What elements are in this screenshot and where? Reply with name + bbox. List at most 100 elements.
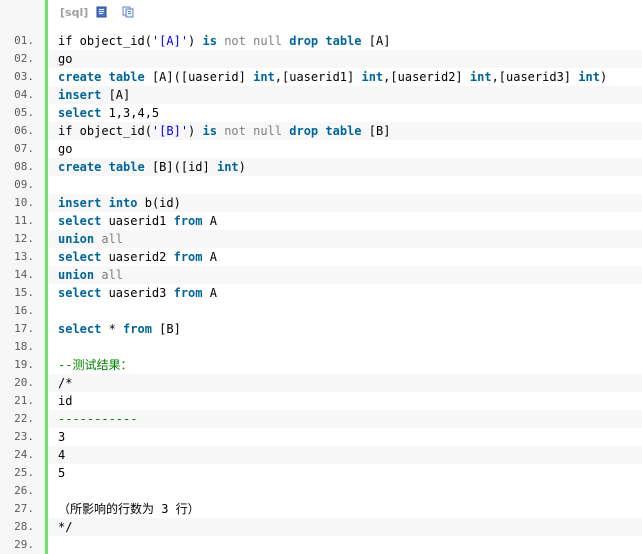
line-code: select 1,3,4,5 (48, 104, 642, 122)
line-number: 20. (14, 376, 34, 389)
code-token: table (108, 70, 145, 84)
code-line: 21. id (0, 392, 642, 410)
language-label: [sql] (60, 6, 89, 19)
code-token: int (578, 70, 600, 84)
gutter-accent-bar (45, 0, 48, 554)
code-token: ,[uaserid1] (274, 70, 362, 84)
line-code: select uaserid2 from A (48, 248, 642, 266)
line-number: 24. (14, 448, 34, 461)
code-line: 08.create table [B]([id] int) (0, 158, 642, 176)
code-line: 06.if object_id('[B]') is not null drop … (0, 122, 642, 140)
code-token: ) (238, 160, 246, 174)
code-token: [A] (101, 88, 131, 102)
line-number: 19. (14, 358, 34, 371)
code-token: union (58, 232, 95, 246)
code-token: /* (58, 376, 73, 390)
code-token: --测试结果： (58, 358, 133, 372)
code-token: from (123, 322, 152, 336)
code-token: select (58, 322, 102, 336)
line-number: 08. (14, 160, 34, 173)
code-token: insert (58, 196, 102, 210)
code-token: '[B]' (151, 124, 189, 138)
code-line: 24.4 (0, 446, 642, 464)
code-token: select (58, 250, 102, 264)
code-line: 05.select 1,3,4,5 (0, 104, 642, 122)
code-line: 03. create table [A]([uaserid] int,[uaser… (0, 68, 642, 86)
line-number: 11. (14, 214, 34, 227)
code-token: create (58, 160, 102, 174)
line-number: 27. (14, 502, 34, 515)
code-token: * (101, 322, 124, 336)
code-token (101, 70, 108, 84)
code-line: 18. (0, 338, 642, 356)
line-number: 29. (14, 538, 34, 551)
code-token: drop (289, 124, 319, 138)
line-code: union all (48, 266, 642, 284)
code-token (101, 196, 108, 210)
code-token: drop (289, 34, 319, 48)
line-number: 13. (14, 250, 34, 263)
line-number: 04. (14, 88, 34, 101)
code-token: id (58, 394, 73, 408)
line-number: 17. (14, 322, 34, 335)
line-number: 12. (14, 232, 34, 245)
code-token: select (58, 214, 102, 228)
line-code: if object_id('[B]') is not null drop tab… (48, 122, 642, 140)
line-code: 4 (48, 446, 642, 464)
line-number: 22. (14, 412, 34, 425)
line-code: 5 (48, 464, 642, 482)
line-code: /* (48, 374, 642, 392)
code-token: union (58, 268, 95, 282)
code-token: go (58, 142, 73, 156)
code-token: if object_id( (58, 34, 152, 48)
line-code: insert into b(id) (48, 194, 642, 212)
code-line: 04. insert [A] (0, 86, 642, 104)
line-code: union all (48, 230, 642, 248)
code-token: all (101, 232, 124, 246)
code-token: ,[uaserid2] (383, 70, 470, 84)
code-token: is (202, 124, 217, 138)
line-code: create table [A]([uaserid] int,[uaserid1… (48, 68, 642, 86)
code-token: not (224, 34, 246, 48)
line-code: --测试结果： (48, 356, 642, 374)
line-number: 28. (14, 520, 34, 533)
code-line: 19. --测试结果： (0, 356, 642, 374)
line-code: 3 (48, 428, 642, 446)
line-code: ----------- (48, 410, 642, 428)
code-token: 4 (58, 448, 66, 462)
code-token: insert (58, 88, 102, 102)
code-token: is (202, 34, 217, 48)
code-token: ----------- (58, 412, 138, 426)
copy-icon[interactable] (122, 6, 134, 18)
code-token: [A]([uaserid] (144, 70, 254, 84)
code-token: uaserid3 (101, 286, 174, 300)
code-token: not (224, 124, 246, 138)
line-number: 02. (14, 52, 34, 65)
line-number: 10. (14, 196, 34, 209)
code-token: [B] (361, 124, 391, 138)
line-number: 03. (14, 70, 34, 83)
code-line: 27.（所影响的行数为 3 行） (0, 500, 642, 518)
line-number: 21. (14, 394, 34, 407)
code-line: 12. union all (0, 230, 642, 248)
view-source-icon[interactable] (96, 6, 108, 18)
code-line: 22. ----------- (0, 410, 642, 428)
line-code: select uaserid1 from A (48, 212, 642, 230)
line-number: 26. (14, 484, 34, 497)
code-token: ) (188, 124, 203, 138)
line-number: 25. (14, 466, 34, 479)
code-line: 13. select uaserid2 from A (0, 248, 642, 266)
code-token: from (173, 250, 203, 264)
code-token: [B]([id] (144, 160, 217, 174)
code-token: select (58, 286, 102, 300)
code-token: ) (599, 70, 608, 84)
code-line: 25.5 (0, 464, 642, 482)
code-token: 1,3,4,5 (101, 106, 160, 120)
code-line: 11. select uaserid1 from A (0, 212, 642, 230)
code-lines: 01.if object_id('[A]') is not null drop … (0, 32, 642, 554)
line-code: */ (48, 518, 642, 536)
line-code: if object_id('[A]') is not null drop tab… (48, 32, 642, 50)
code-line: 26. (0, 482, 642, 500)
code-line: 14.union all (0, 266, 642, 284)
code-token: go (58, 52, 73, 66)
